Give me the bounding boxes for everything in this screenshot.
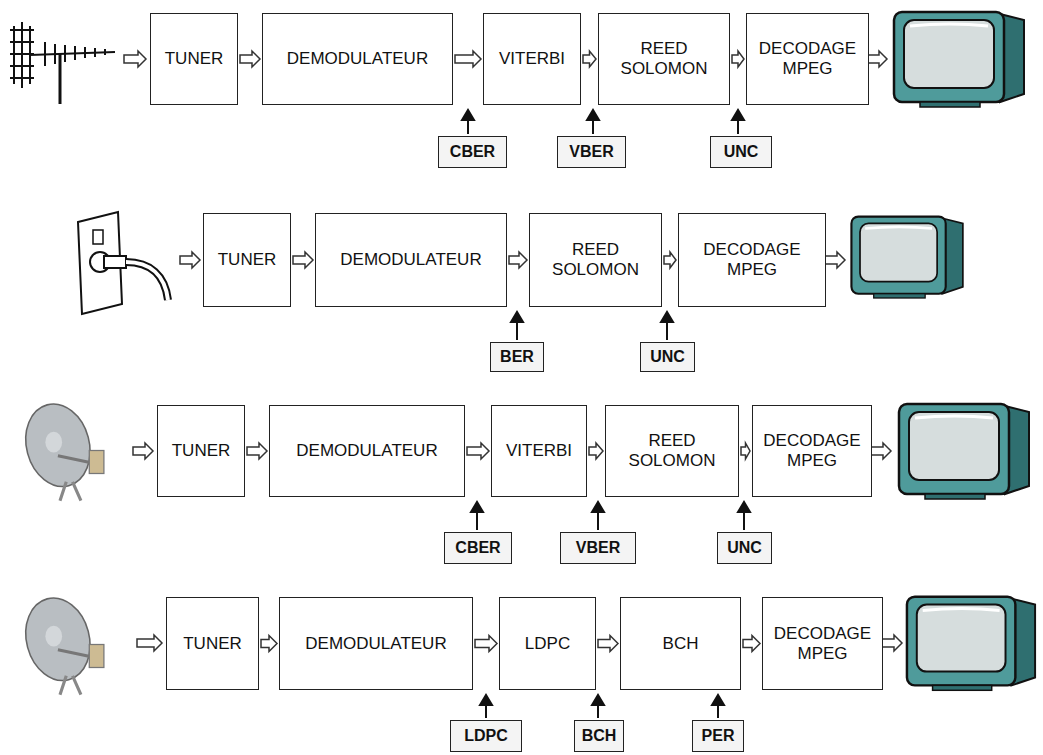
measure-label-box: BER <box>490 342 544 372</box>
process-box: REED SOLOMON <box>529 213 662 307</box>
signal-arrow <box>732 51 744 67</box>
process-box: DECODAGE MPEG <box>752 405 872 497</box>
box-text: DECODAGE MPEG <box>763 624 882 663</box>
box-text: TUNER <box>172 441 231 461</box>
box-text: VBER <box>576 539 620 557</box>
television-icon <box>894 12 1024 107</box>
box-text: REED SOLOMON <box>530 240 661 279</box>
process-box: DEMODULATEUR <box>269 405 465 497</box>
box-text: VITERBI <box>506 441 572 461</box>
box-text: REED SOLOMON <box>606 431 738 470</box>
signal-arrow <box>741 443 750 459</box>
box-text: CBER <box>450 143 495 161</box>
signal-arrow <box>475 636 497 652</box>
measure-label-box: CBER <box>444 532 512 564</box>
box-text: BCH <box>663 634 699 654</box>
signal-arrow <box>247 443 267 459</box>
process-box: DECODAGE MPEG <box>762 597 883 690</box>
process-box: TUNER <box>166 597 259 690</box>
box-text: DECODAGE MPEG <box>753 431 871 470</box>
box-text: REED SOLOMON <box>599 39 729 78</box>
wall-socket-icon <box>78 212 168 314</box>
measure-label-box: UNC <box>640 342 695 372</box>
process-box: VITERBI <box>483 13 581 105</box>
signal-arrow <box>455 51 481 67</box>
signal-arrow <box>293 252 313 268</box>
box-text: LDPC <box>525 634 570 654</box>
signal-arrow <box>598 636 618 652</box>
signal-arrow <box>583 51 596 67</box>
television-icon <box>899 404 1029 499</box>
signal-arrow <box>743 636 760 652</box>
box-text: TUNER <box>183 634 242 654</box>
measure-label-box: CBER <box>438 136 507 168</box>
television-icon <box>907 597 1035 691</box>
antenna-icon <box>10 22 115 104</box>
process-box: TUNER <box>157 405 245 497</box>
measure-label-box: PER <box>692 720 744 752</box>
process-box: TUNER <box>150 13 238 105</box>
measure-label-box: UNC <box>717 532 772 564</box>
process-box: DECODAGE MPEG <box>746 13 869 105</box>
measure-label-box: BCH <box>574 720 624 752</box>
measure-label-box: VBER <box>557 136 626 168</box>
measurement-pointer <box>462 110 750 718</box>
process-box: VITERBI <box>491 405 587 497</box>
process-box: DEMODULATEUR <box>262 13 453 105</box>
signal-arrow <box>509 252 527 268</box>
box-text: BCH <box>582 727 617 745</box>
box-text: LDPC <box>464 727 508 745</box>
box-text: DECODAGE MPEG <box>747 39 868 78</box>
process-box: TUNER <box>203 213 291 307</box>
process-box: DEMODULATEUR <box>315 213 507 307</box>
television-icon <box>851 217 962 298</box>
signal-arrow <box>467 443 489 459</box>
measure-label-box: UNC <box>710 136 772 168</box>
box-text: UNC <box>650 348 685 366</box>
box-text: DEMODULATEUR <box>287 49 428 69</box>
measure-label-box: LDPC <box>450 720 522 752</box>
satellite-dish-icon <box>17 591 104 695</box>
satellite-dish-icon <box>17 397 104 501</box>
process-box: REED SOLOMON <box>605 405 739 497</box>
box-text: VBER <box>569 143 613 161</box>
signal-arrow <box>261 636 277 652</box>
box-text: DEMODULATEUR <box>296 441 437 461</box>
process-box: DECODAGE MPEG <box>678 213 826 307</box>
process-box: BCH <box>620 597 741 690</box>
box-text: DECODAGE MPEG <box>679 240 825 279</box>
signal-arrow <box>664 252 676 268</box>
box-text: BER <box>500 348 534 366</box>
process-box: REED SOLOMON <box>598 13 730 105</box>
signal-arrow <box>240 51 260 67</box>
signal-arrow <box>124 51 902 651</box>
process-box: DEMODULATEUR <box>279 597 473 690</box>
box-text: CBER <box>455 539 500 557</box>
box-text: DEMODULATEUR <box>340 250 481 270</box>
box-text: VITERBI <box>499 49 565 69</box>
box-text: DEMODULATEUR <box>305 634 446 654</box>
box-text: PER <box>702 727 735 745</box>
signal-arrow <box>589 443 603 459</box>
box-text: UNC <box>724 143 759 161</box>
process-box: LDPC <box>499 597 596 690</box>
measure-label-box: VBER <box>560 532 636 564</box>
box-text: TUNER <box>218 250 277 270</box>
box-text: TUNER <box>165 49 224 69</box>
box-text: UNC <box>727 539 762 557</box>
